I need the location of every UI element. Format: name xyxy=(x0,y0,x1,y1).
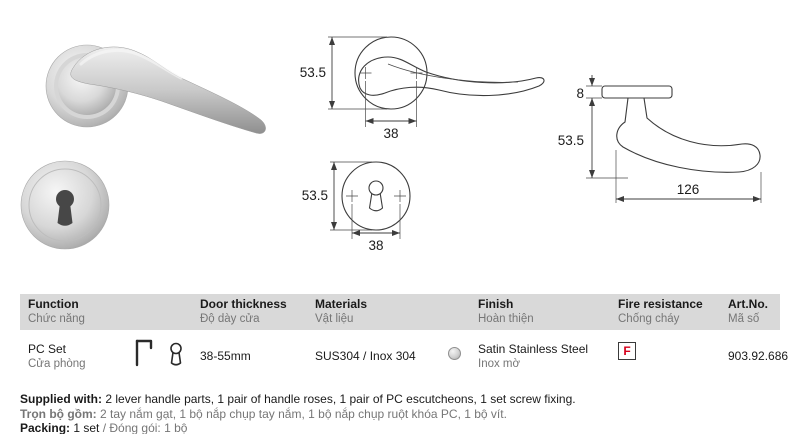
rose-outline xyxy=(354,36,428,110)
side-view-drawing: 8 53.5 126 xyxy=(558,75,762,203)
header-label-en: Fire resistance xyxy=(618,297,703,311)
dimension-label: 38 xyxy=(368,238,383,253)
packing-text-vi: / Đóng gói: 1 bộ xyxy=(102,421,188,434)
header-materials: Materials Vật liệu xyxy=(315,297,367,326)
dimension-label: 53.5 xyxy=(558,133,584,148)
pc-keyhole xyxy=(56,190,74,226)
fire-resistance-letter: F xyxy=(623,344,631,358)
header-label-en: Function xyxy=(28,297,79,311)
lever-side-outline xyxy=(616,97,761,173)
dimension-hole-distance: 38 xyxy=(365,81,417,141)
dimension-label: 8 xyxy=(576,86,584,101)
function-value-vi: Cửa phòng xyxy=(28,358,86,370)
function-value-en: PC Set xyxy=(28,342,67,356)
dimension-rose-diameter: 53.5 xyxy=(300,36,387,110)
art-no-value: 903.92.686 xyxy=(728,349,789,363)
dimension-label: 38 xyxy=(383,126,398,141)
materials-value: SUS304 / Inox 304 xyxy=(315,349,416,363)
header-label-en: Door thickness xyxy=(200,297,287,311)
cell-function: PC Set Cửa phòng xyxy=(28,342,86,371)
handle-photo xyxy=(45,44,266,134)
front-view-drawing: 53.5 38 xyxy=(300,36,545,141)
fire-resistance-icon: F xyxy=(618,342,636,360)
spec-table-row: PC Set Cửa phòng 38-55mm SUS304 / Inox 3… xyxy=(20,330,788,392)
header-label-vi: Độ dày cửa xyxy=(200,313,260,325)
header-art-no: Art.No. Mã số xyxy=(728,297,768,326)
supplied-with-text-vi: 2 tay nắm gạt, 1 bộ nắp chụp tay nắm, 1 … xyxy=(100,407,507,421)
header-label-en: Art.No. xyxy=(728,297,768,311)
header-label-vi: Chức năng xyxy=(28,313,85,325)
screw-hole-marks xyxy=(346,190,406,202)
finish-swatch xyxy=(448,347,461,360)
lever-outline xyxy=(358,56,545,97)
dimension-label: 53.5 xyxy=(300,65,326,80)
packing-value: 1 set xyxy=(73,421,100,434)
dimension-handle-height: 53.5 xyxy=(558,98,628,179)
escutcheon-photo xyxy=(20,160,110,250)
header-label-vi: Hoàn thiện xyxy=(478,313,534,325)
finish-value-en: Satin Stainless Steel xyxy=(478,342,589,356)
header-label-en: Materials xyxy=(315,297,368,311)
header-door-thickness: Door thickness Độ dày cửa xyxy=(200,297,287,326)
dimension-rose-thickness: 8 xyxy=(576,75,602,101)
lever-handle-icon xyxy=(135,339,153,367)
dimension-diameter: 53.5 xyxy=(302,161,372,231)
supplied-with-label: Supplied with: xyxy=(20,392,102,406)
supplied-with-label-vi: Trọn bộ gồm: xyxy=(20,407,97,421)
header-label-vi: Mã số xyxy=(728,313,760,325)
door-thickness-value: 38-55mm xyxy=(200,349,251,363)
packing-label: Packing: xyxy=(20,421,71,434)
handle-lever xyxy=(70,46,266,134)
pc-keyhole-outline xyxy=(368,180,384,212)
packing-line: Packing: 1 set / Đóng gói: 1 bộ xyxy=(20,422,187,434)
pc-keyhole-icon xyxy=(170,342,182,366)
dimension-handle-length: 126 xyxy=(615,150,762,203)
header-label-vi: Vật liệu xyxy=(315,313,354,325)
supplied-with-text: 2 lever handle parts, 1 pair of handle r… xyxy=(105,392,576,406)
dimension-label: 53.5 xyxy=(302,188,328,203)
header-label-en: Finish xyxy=(478,297,514,311)
escutcheon-drawing: 53.5 38 xyxy=(302,161,411,253)
dimension-label: 126 xyxy=(677,182,700,197)
spec-table-header: Function Chức năng Door thickness Độ dày… xyxy=(20,294,780,330)
supplied-with-line-en: Supplied with: 2 lever handle parts, 1 p… xyxy=(20,393,576,406)
screw-hole-marks xyxy=(359,67,423,79)
header-finish: Finish Hoàn thiện xyxy=(478,297,534,326)
supplied-with-line-vi: Trọn bộ gồm: 2 tay nắm gạt, 1 bộ nắp chụ… xyxy=(20,408,507,421)
header-function: Function Chức năng xyxy=(28,297,85,326)
header-fire-resistance: Fire resistance Chống cháy xyxy=(618,297,703,326)
dimension-hole-distance: 38 xyxy=(351,204,401,253)
rose-side-outline xyxy=(601,85,673,99)
header-label-vi: Chống cháy xyxy=(618,313,680,325)
finish-value-vi: Inox mờ xyxy=(478,358,521,370)
cell-finish: Satin Stainless Steel Inox mờ xyxy=(478,342,588,371)
